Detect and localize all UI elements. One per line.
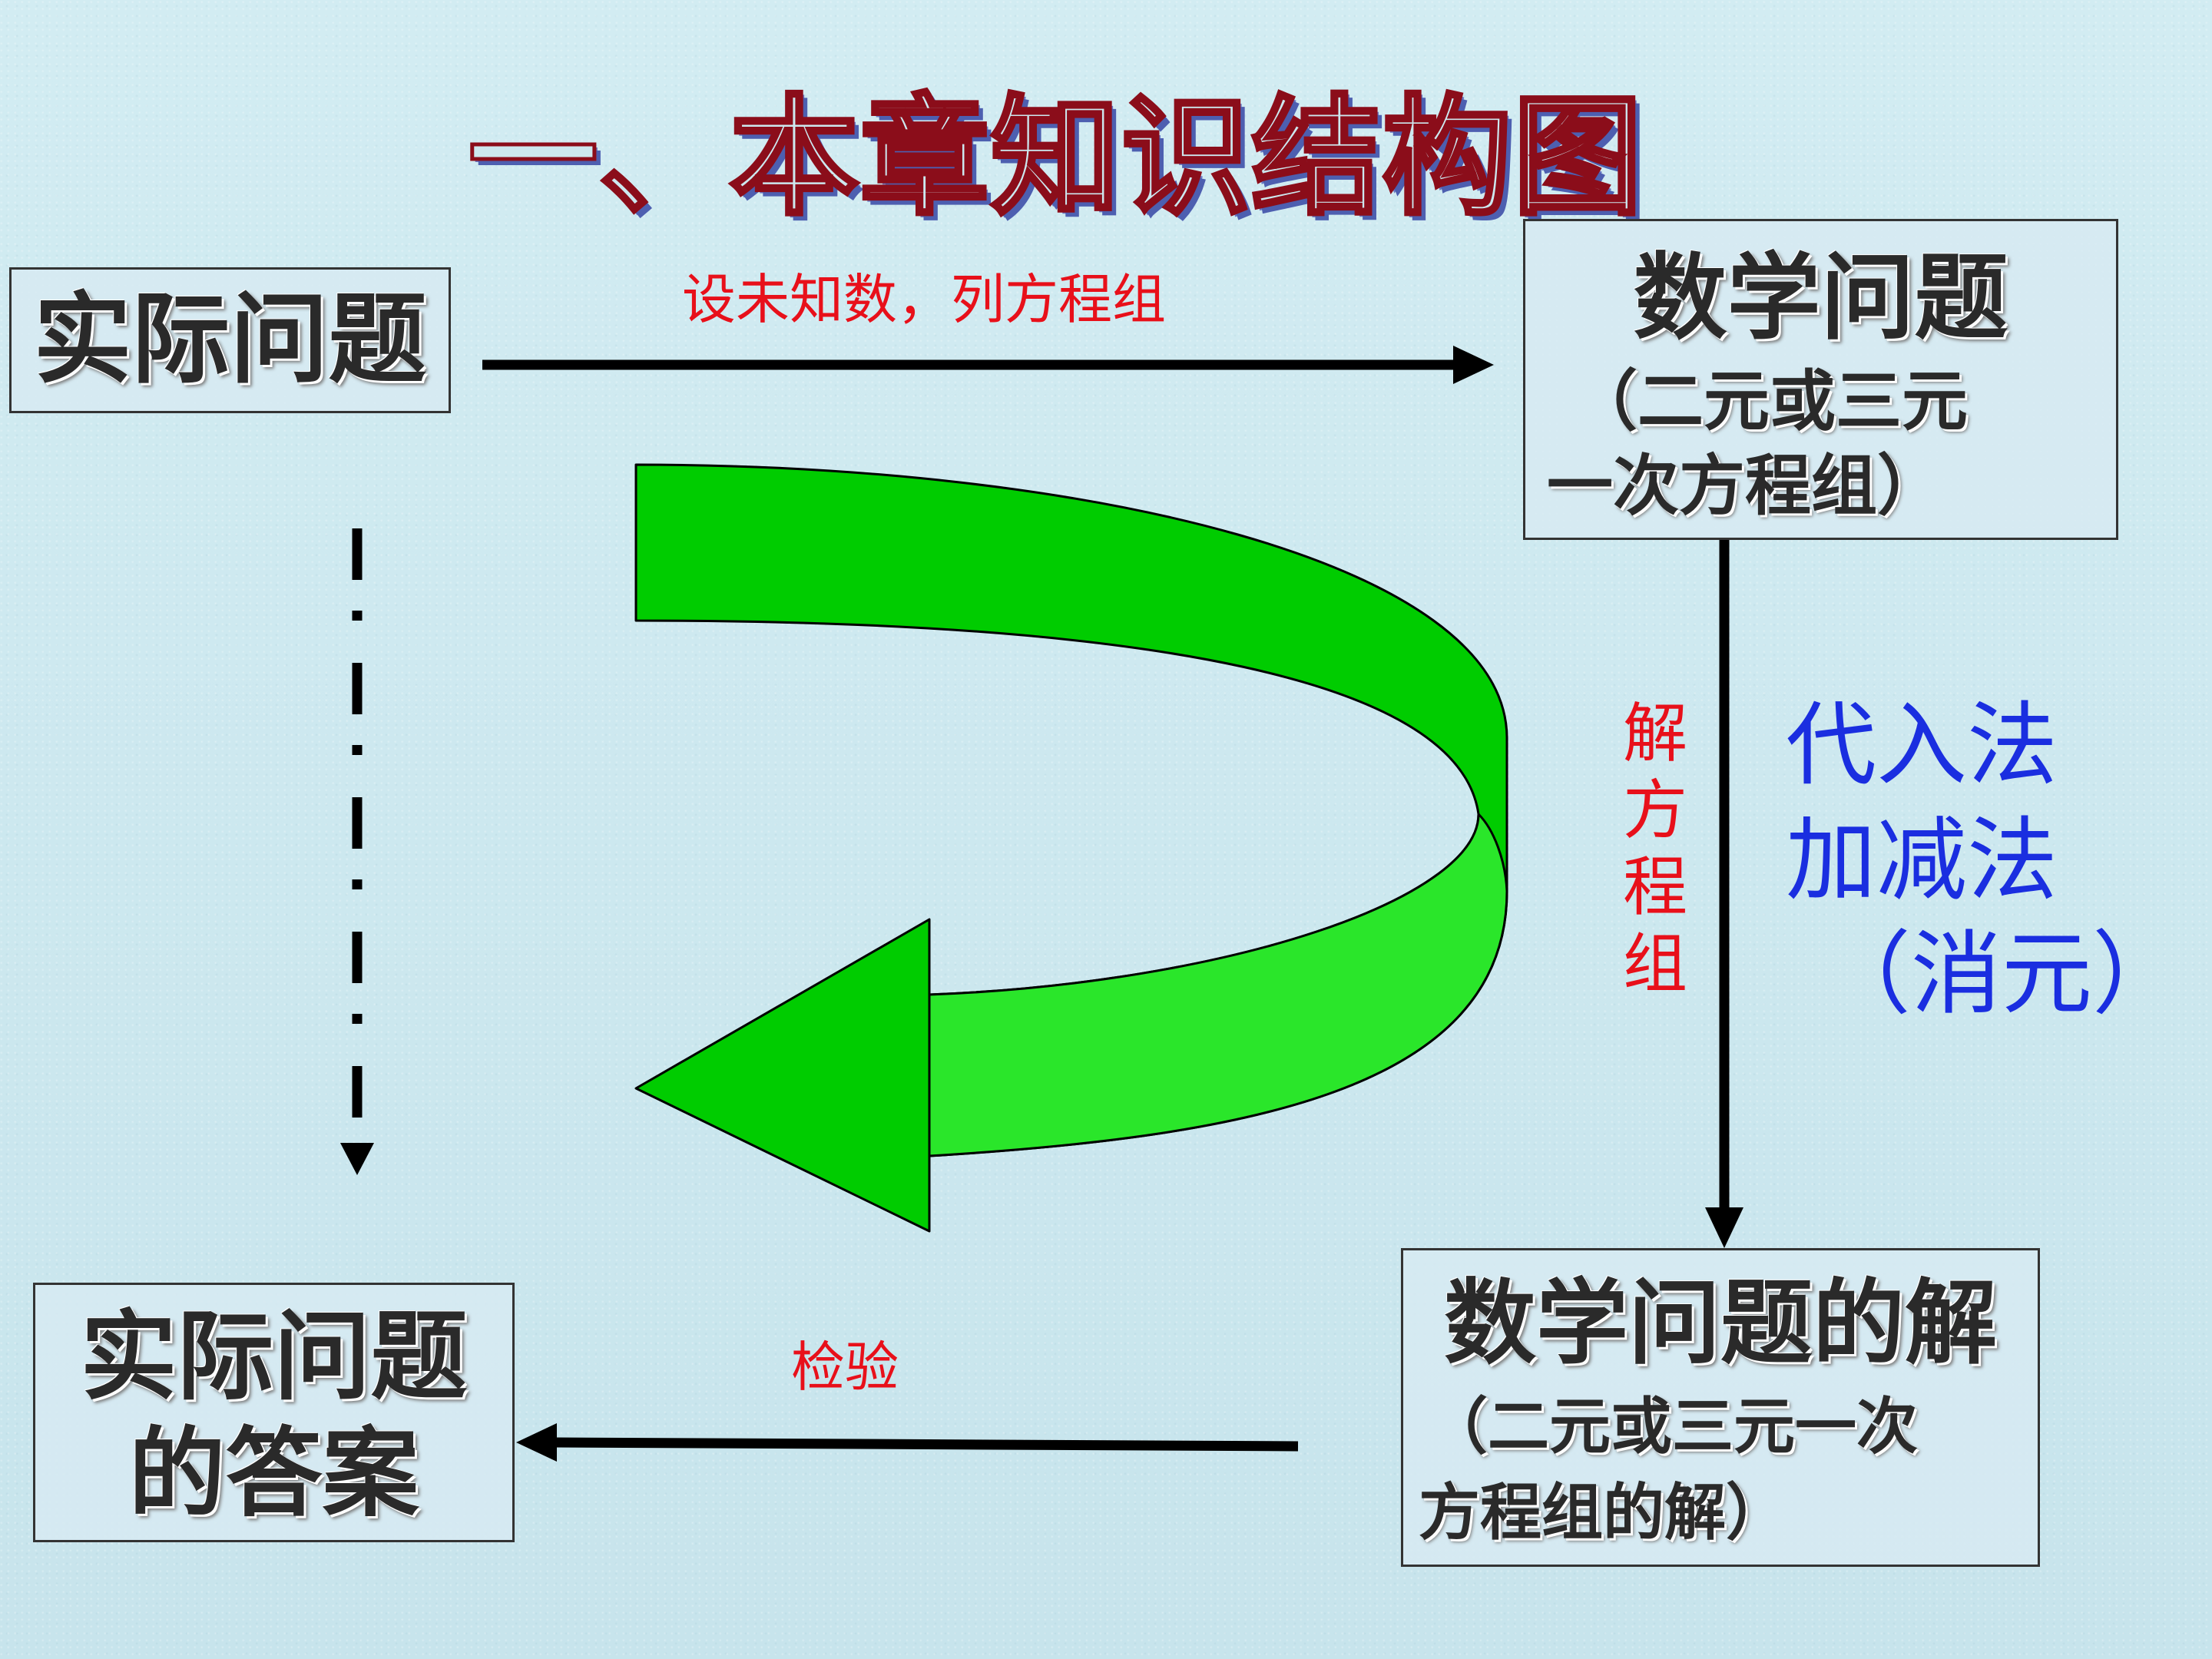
method-substitution: 代入法 xyxy=(1786,692,2058,798)
node-math-solution-label: 数学问题的解 xyxy=(1444,1270,1997,1377)
curved-green-arrow xyxy=(634,463,1508,1233)
node-math-problem-sub2: 一次方程组） xyxy=(1547,448,1943,525)
node-real-answer: 实际问题 的答案 xyxy=(33,1283,515,1542)
arrow-solve-head xyxy=(1705,1207,1743,1248)
edge-label-verify: 检验 xyxy=(791,1336,899,1399)
node-math-solution: 数学问题的解 （二元或三元一次 方程组的解） xyxy=(1401,1248,2040,1567)
method-addition-subtraction: 加减法 xyxy=(1786,807,2058,913)
node-real-problem-label: 实际问题 xyxy=(33,283,427,397)
node-math-solution-sub2: 方程组的解） xyxy=(1419,1477,1787,1548)
dashed-arrow-head xyxy=(340,1143,374,1175)
method-elimination: （消元） xyxy=(1820,921,2184,1027)
arrow-set-equations-head xyxy=(1453,346,1494,384)
arrow-verify-line xyxy=(552,1437,1299,1452)
edge-label-set-equations: 设未知数，列方程组 xyxy=(682,268,1166,331)
node-real-problem: 实际问题 xyxy=(9,267,451,413)
node-math-solution-sub1: （二元或三元一次 xyxy=(1426,1391,1918,1462)
node-real-answer-line2: 的答案 xyxy=(128,1417,419,1530)
page-title: 一、本章知识结构图 xyxy=(467,82,1644,233)
node-math-problem: 数学问题 （二元或三元 一次方程组） xyxy=(1523,219,2118,540)
node-real-answer-line1: 实际问题 xyxy=(80,1300,468,1413)
node-math-problem-label: 数学问题 xyxy=(1633,243,2008,353)
node-math-problem-sub1: （二元或三元 xyxy=(1571,363,1968,440)
edge-label-solve: 解方程组 xyxy=(1622,696,1687,1002)
arrow-verify-head xyxy=(516,1423,557,1462)
